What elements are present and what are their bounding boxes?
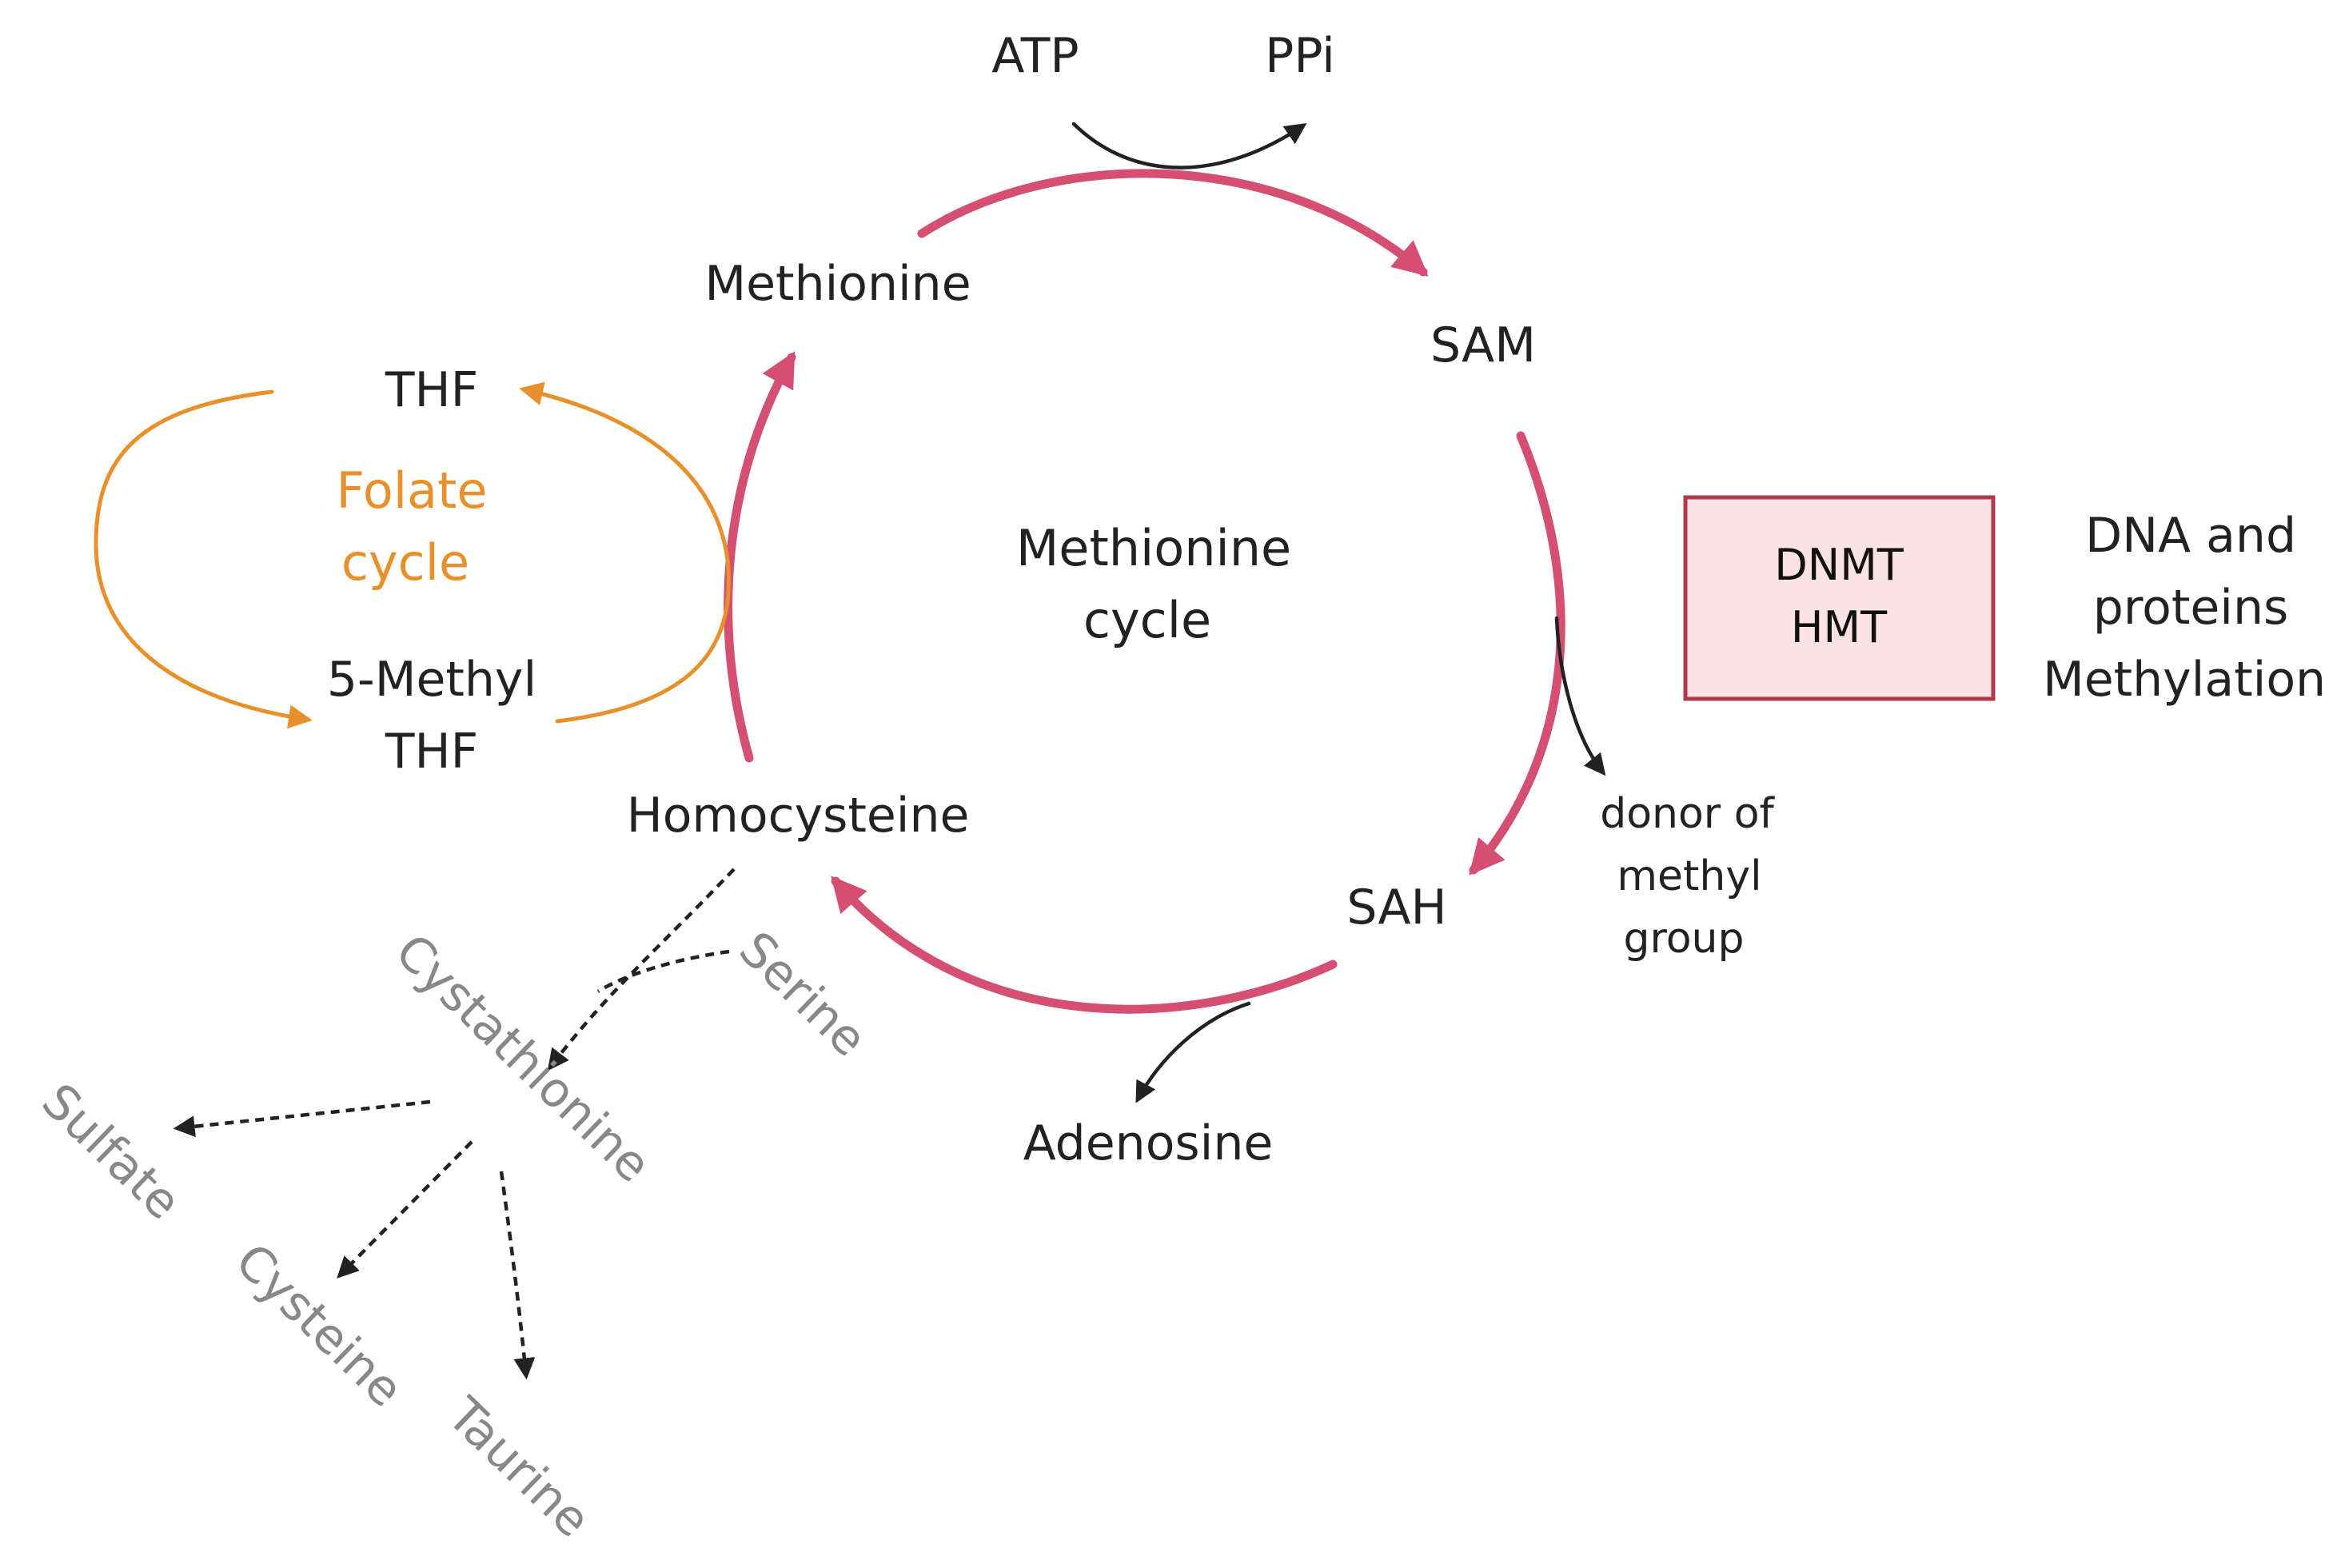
sam-label: SAM	[1430, 317, 1536, 373]
arrow-atp-to-ppi	[1071, 122, 1307, 170]
arrow-homocysteine-to-methionine	[724, 351, 796, 763]
enzyme-line1: DNMT	[1774, 540, 1904, 590]
arrow-methionine-to-sam	[917, 169, 1429, 277]
arrow-sam-to-sah	[1469, 431, 1565, 876]
methyl-donor-line3: group	[1623, 915, 1744, 963]
serine-label: Serine	[728, 921, 877, 1067]
arrow-serine-joins	[596, 949, 730, 993]
arrow-methyl-donation	[1554, 616, 1606, 776]
folate-title-line2: cycle	[341, 533, 469, 592]
sulfate-label: Sulfate	[31, 1073, 191, 1231]
enzyme-box	[1683, 495, 1996, 701]
methyl-donor-line1: donor of	[1600, 790, 1775, 838]
methylation-line1: DNA and	[2085, 508, 2296, 564]
folate-title-line1: Folate	[336, 461, 487, 520]
arrow-homocysteine-to-cystathionine	[547, 868, 736, 1071]
cysteine-label: Cysteine	[225, 1233, 413, 1418]
arrow-cystathionine-to-sulfate	[173, 1099, 431, 1138]
adenosine-label: Adenosine	[1023, 1115, 1274, 1171]
taurine-label: Taurine	[437, 1386, 601, 1548]
cycle-title-line2: cycle	[1083, 591, 1211, 649]
arrow-sah-to-homocysteine	[831, 876, 1338, 1014]
methyl-thf-line2: THF	[385, 724, 478, 780]
methylation-line3: Methylation	[2043, 652, 2326, 708]
thf-label: THF	[385, 362, 478, 418]
enzyme-line2: HMT	[1791, 602, 1888, 652]
ppi-label: PPi	[1265, 28, 1335, 84]
methyl-thf-line1: 5-Methyl	[327, 652, 536, 708]
sah-label: SAH	[1346, 880, 1446, 936]
homocysteine-label: Homocysteine	[627, 788, 970, 844]
methyl-donor-line2: methyl	[1617, 852, 1761, 900]
arrow-cystathionine-to-taurine	[499, 1171, 536, 1380]
arrow-thf-to-methyl-thf	[94, 389, 313, 729]
methionine-label: Methionine	[704, 256, 971, 312]
arrow-methyl-thf-to-thf	[519, 381, 731, 724]
arrow-sah-to-adenosine	[1135, 1001, 1251, 1103]
atp-label: ATP	[991, 28, 1079, 84]
cystathionine-label: Cystathionine	[385, 924, 661, 1194]
cycle-title-line1: Methionine	[1016, 519, 1291, 577]
methylation-line2: proteins	[2093, 580, 2289, 636]
arrow-cystathionine-to-cysteine	[337, 1140, 473, 1279]
